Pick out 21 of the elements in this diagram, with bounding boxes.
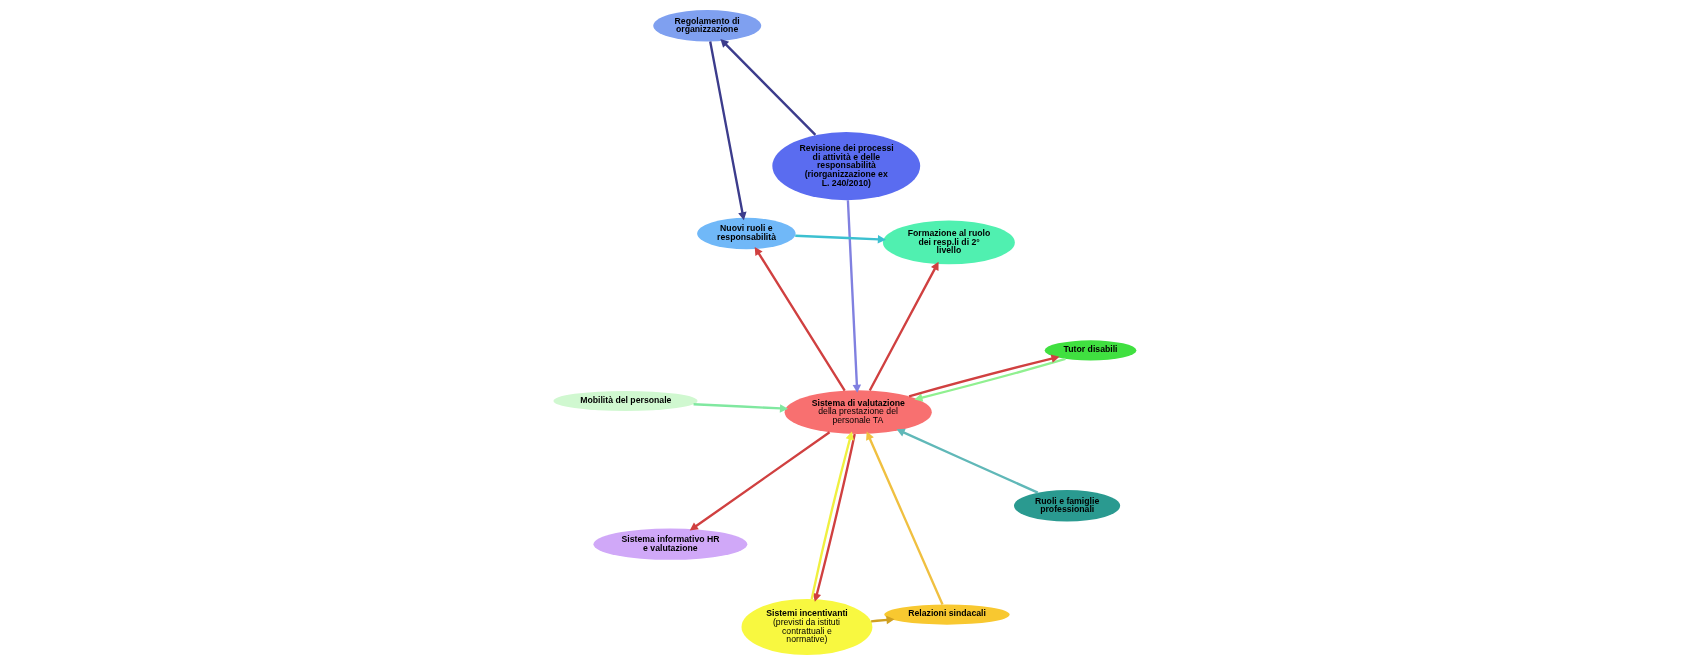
node-ellipse: Formazione al ruolo dei resp.li di 2° livello [882, 220, 1015, 265]
node-ellipse: Regolamento di organizzazione [652, 9, 761, 42]
node-ellipse: Sistema informativo HR e valutazione [592, 528, 747, 560]
arrow [868, 261, 939, 392]
arrow [865, 431, 944, 605]
node-ellipse: Revisione dei processi di attività e delle responsabilità (riorganizzazione ex L. 240/2010) [771, 132, 920, 201]
arrow [708, 41, 747, 221]
arrow [689, 431, 830, 531]
arrow [693, 403, 788, 413]
node-ellipse: Mobilità del personale [553, 390, 697, 411]
node-ellipse: Sistemi incentivanti (previsti da istituti contrattuali e normative) [741, 598, 872, 656]
node-ellipse: Ruoli e famiglie professionali [1013, 490, 1120, 522]
arrow [896, 428, 1038, 494]
arrow [754, 246, 846, 392]
arrow [908, 354, 1059, 398]
arrow [794, 234, 886, 244]
arrow [846, 200, 861, 393]
node-ellipse: Nuovi ruoli e responsabilità [696, 217, 796, 250]
arrow [870, 615, 895, 625]
arrow [719, 38, 816, 136]
arrow [913, 357, 1066, 402]
